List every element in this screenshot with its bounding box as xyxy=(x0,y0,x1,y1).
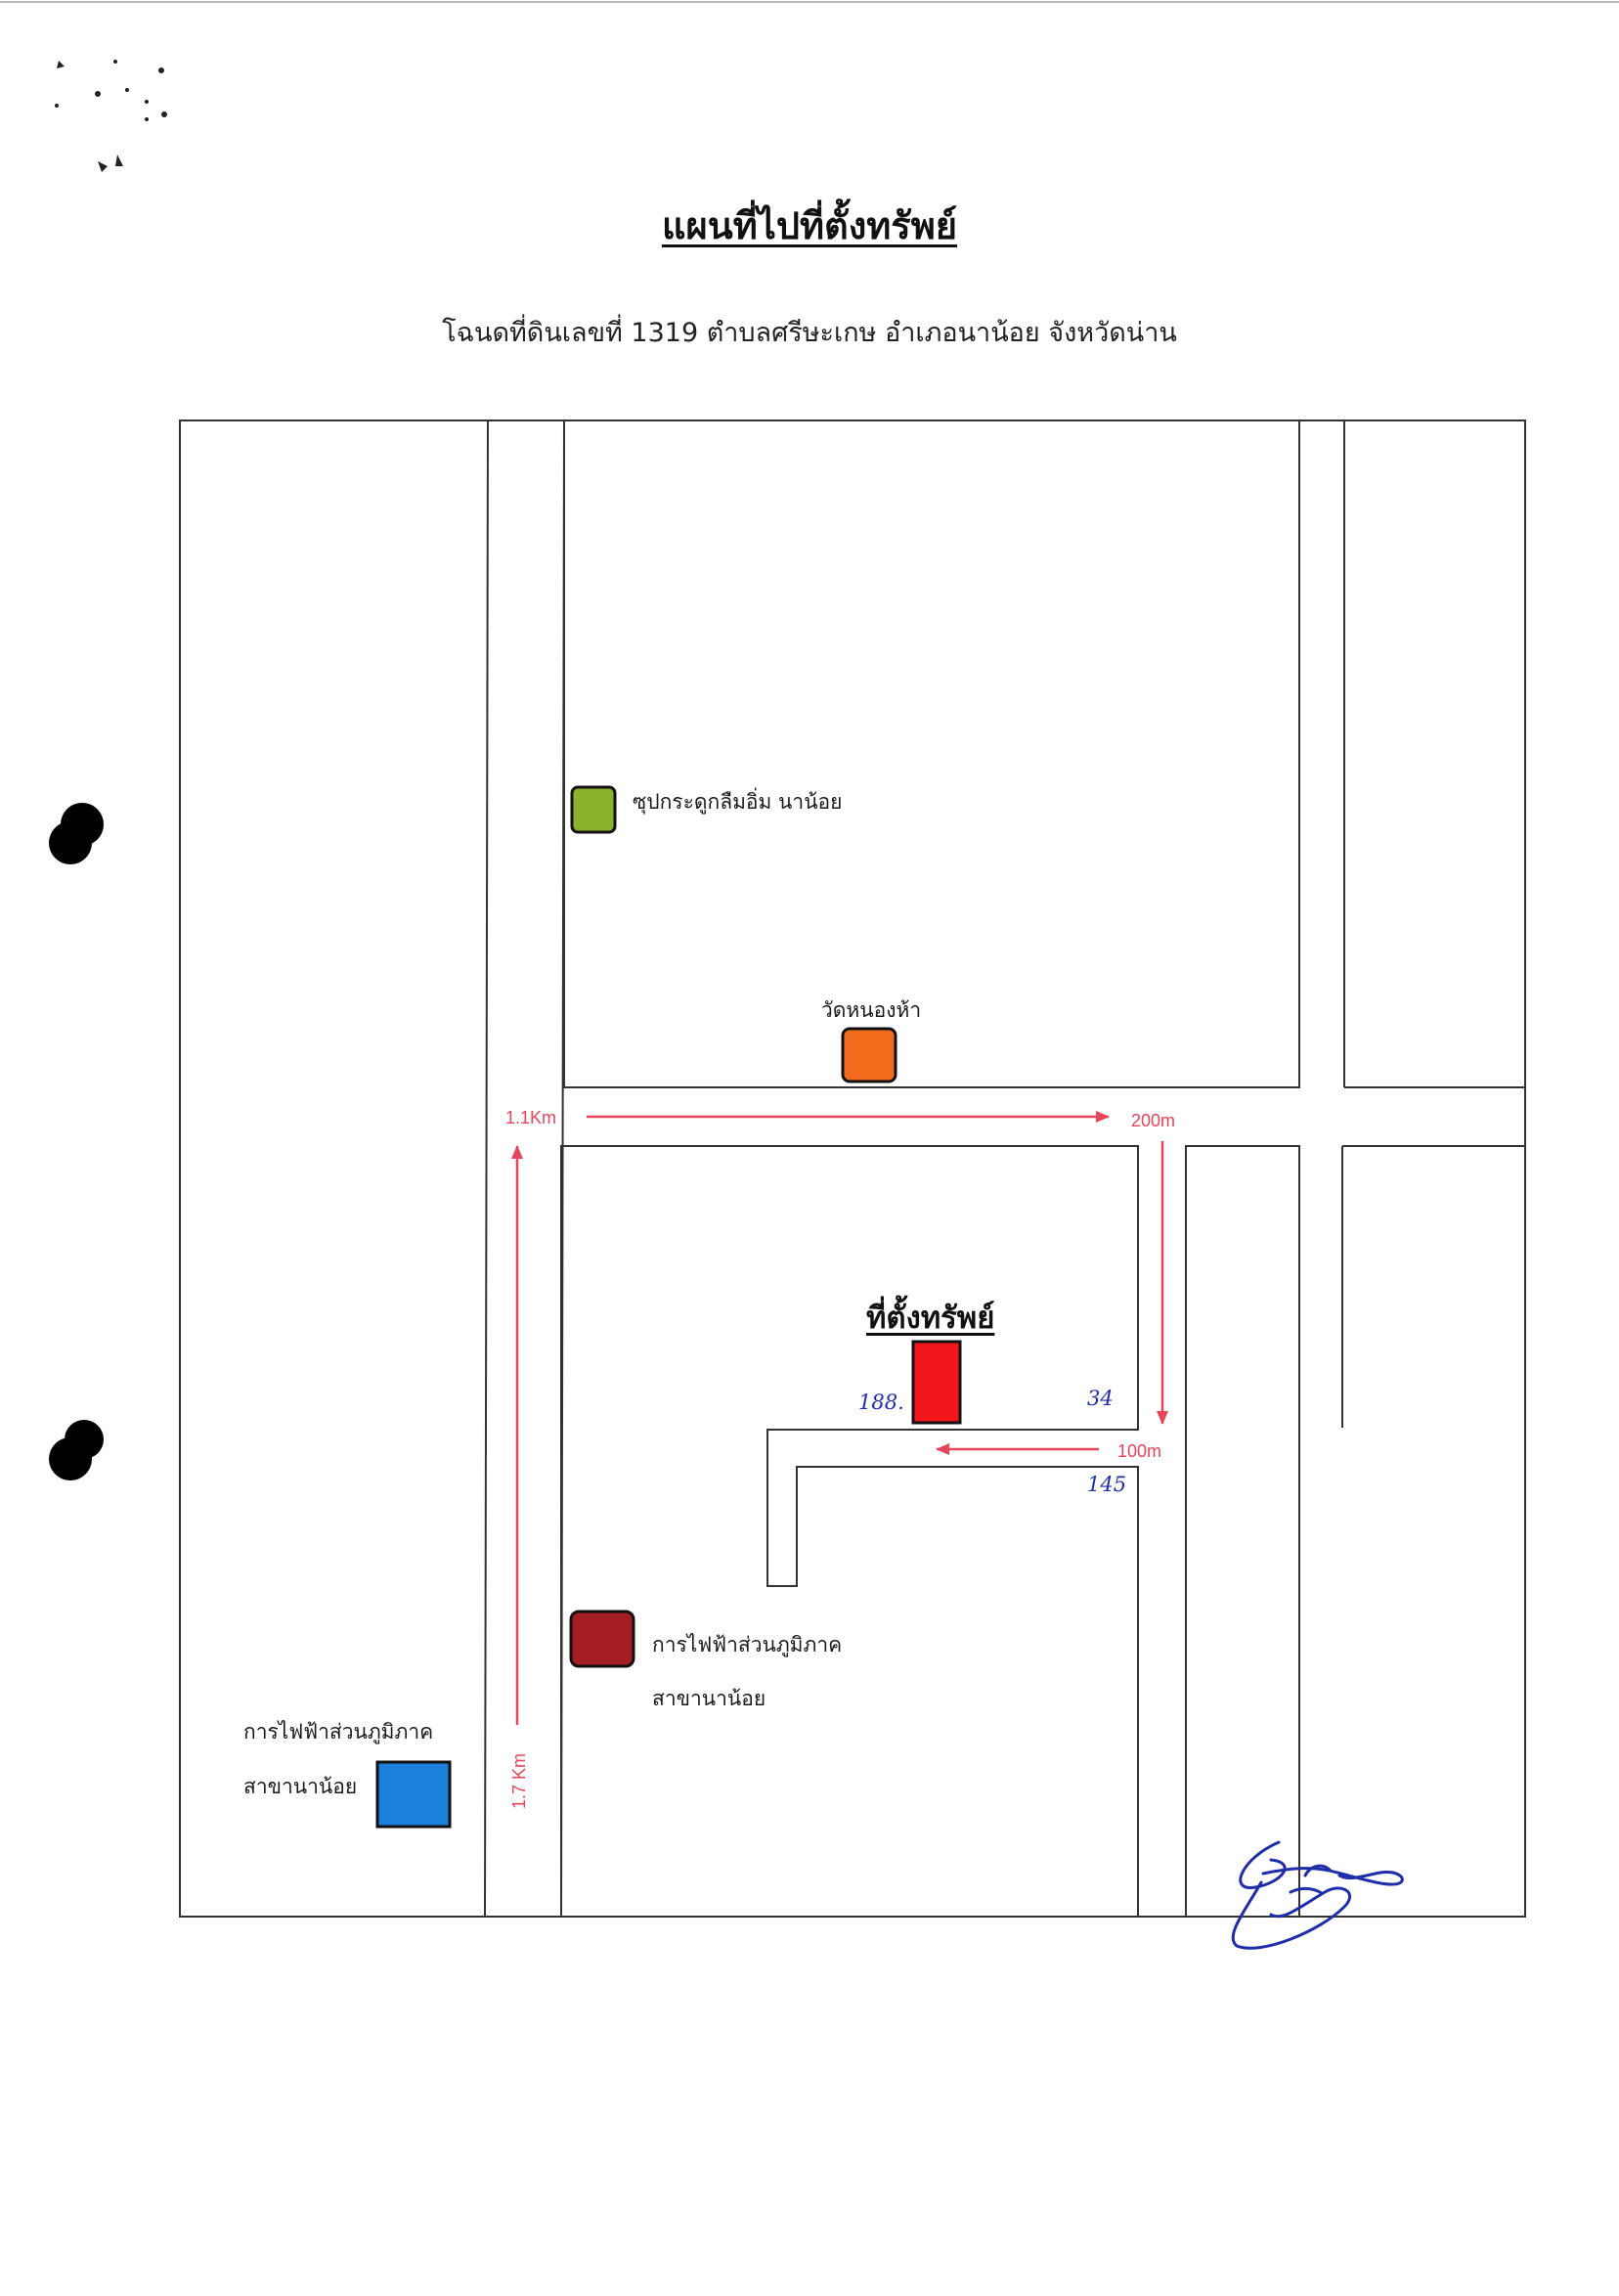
map-frame xyxy=(179,419,1526,1918)
west-road-left-edge xyxy=(484,419,489,1918)
east-block xyxy=(1185,1145,1300,1918)
signature-scribble xyxy=(1231,1840,1404,1950)
temple-marker xyxy=(841,1027,897,1083)
distance-east-road: 200m xyxy=(1131,1111,1176,1130)
annotation-left-of-property: 188. xyxy=(858,1391,904,1414)
south-block-outline xyxy=(560,1145,1139,1917)
pea-inner-marker xyxy=(569,1610,635,1668)
page-subtitle: โฉนดที่ดินเลขที่ 1319 ตำบลศรีษะเกษ อำเภอ… xyxy=(442,318,1177,348)
route-arrows xyxy=(511,1111,1168,1725)
pea-inner-label-line2: สาขานาน้อย xyxy=(652,1687,766,1710)
page-title: แผนที่ไปที่ตั้งทรัพย์ xyxy=(661,203,958,247)
punch-hole-top xyxy=(49,803,104,864)
road-lines xyxy=(484,419,1525,1918)
scan-specks xyxy=(55,60,167,172)
pea-outer-marker xyxy=(375,1760,452,1829)
annotation-right-of-property: 34 xyxy=(1087,1387,1114,1410)
property-marker xyxy=(911,1340,962,1425)
pea-inner-label-line1: การไฟฟ้าส่วนภูมิภาค xyxy=(652,1633,843,1656)
soup-restaurant-label: ซุปกระดูกลืมอิ่ม นาน้อย xyxy=(633,790,843,814)
pea-outer-label-line1: การไฟฟ้าส่วนภูมิภาค xyxy=(243,1720,434,1744)
annotation-below-lane: 145 xyxy=(1087,1473,1127,1496)
distance-lane: 100m xyxy=(1117,1441,1162,1461)
property-label: ที่ตั้งทรัพย์ xyxy=(866,1301,995,1336)
soup-restaurant-marker xyxy=(570,785,617,834)
distance-north-road: 1.1Km xyxy=(505,1108,557,1127)
temple-label: วัดหนองห้า xyxy=(821,998,922,1022)
pea-outer-label-line2: สาขานาน้อย xyxy=(243,1775,358,1798)
distance-west-road: 1.7 Km xyxy=(509,1752,529,1809)
punch-hole-bottom xyxy=(49,1420,104,1480)
north-block xyxy=(563,419,1300,1088)
